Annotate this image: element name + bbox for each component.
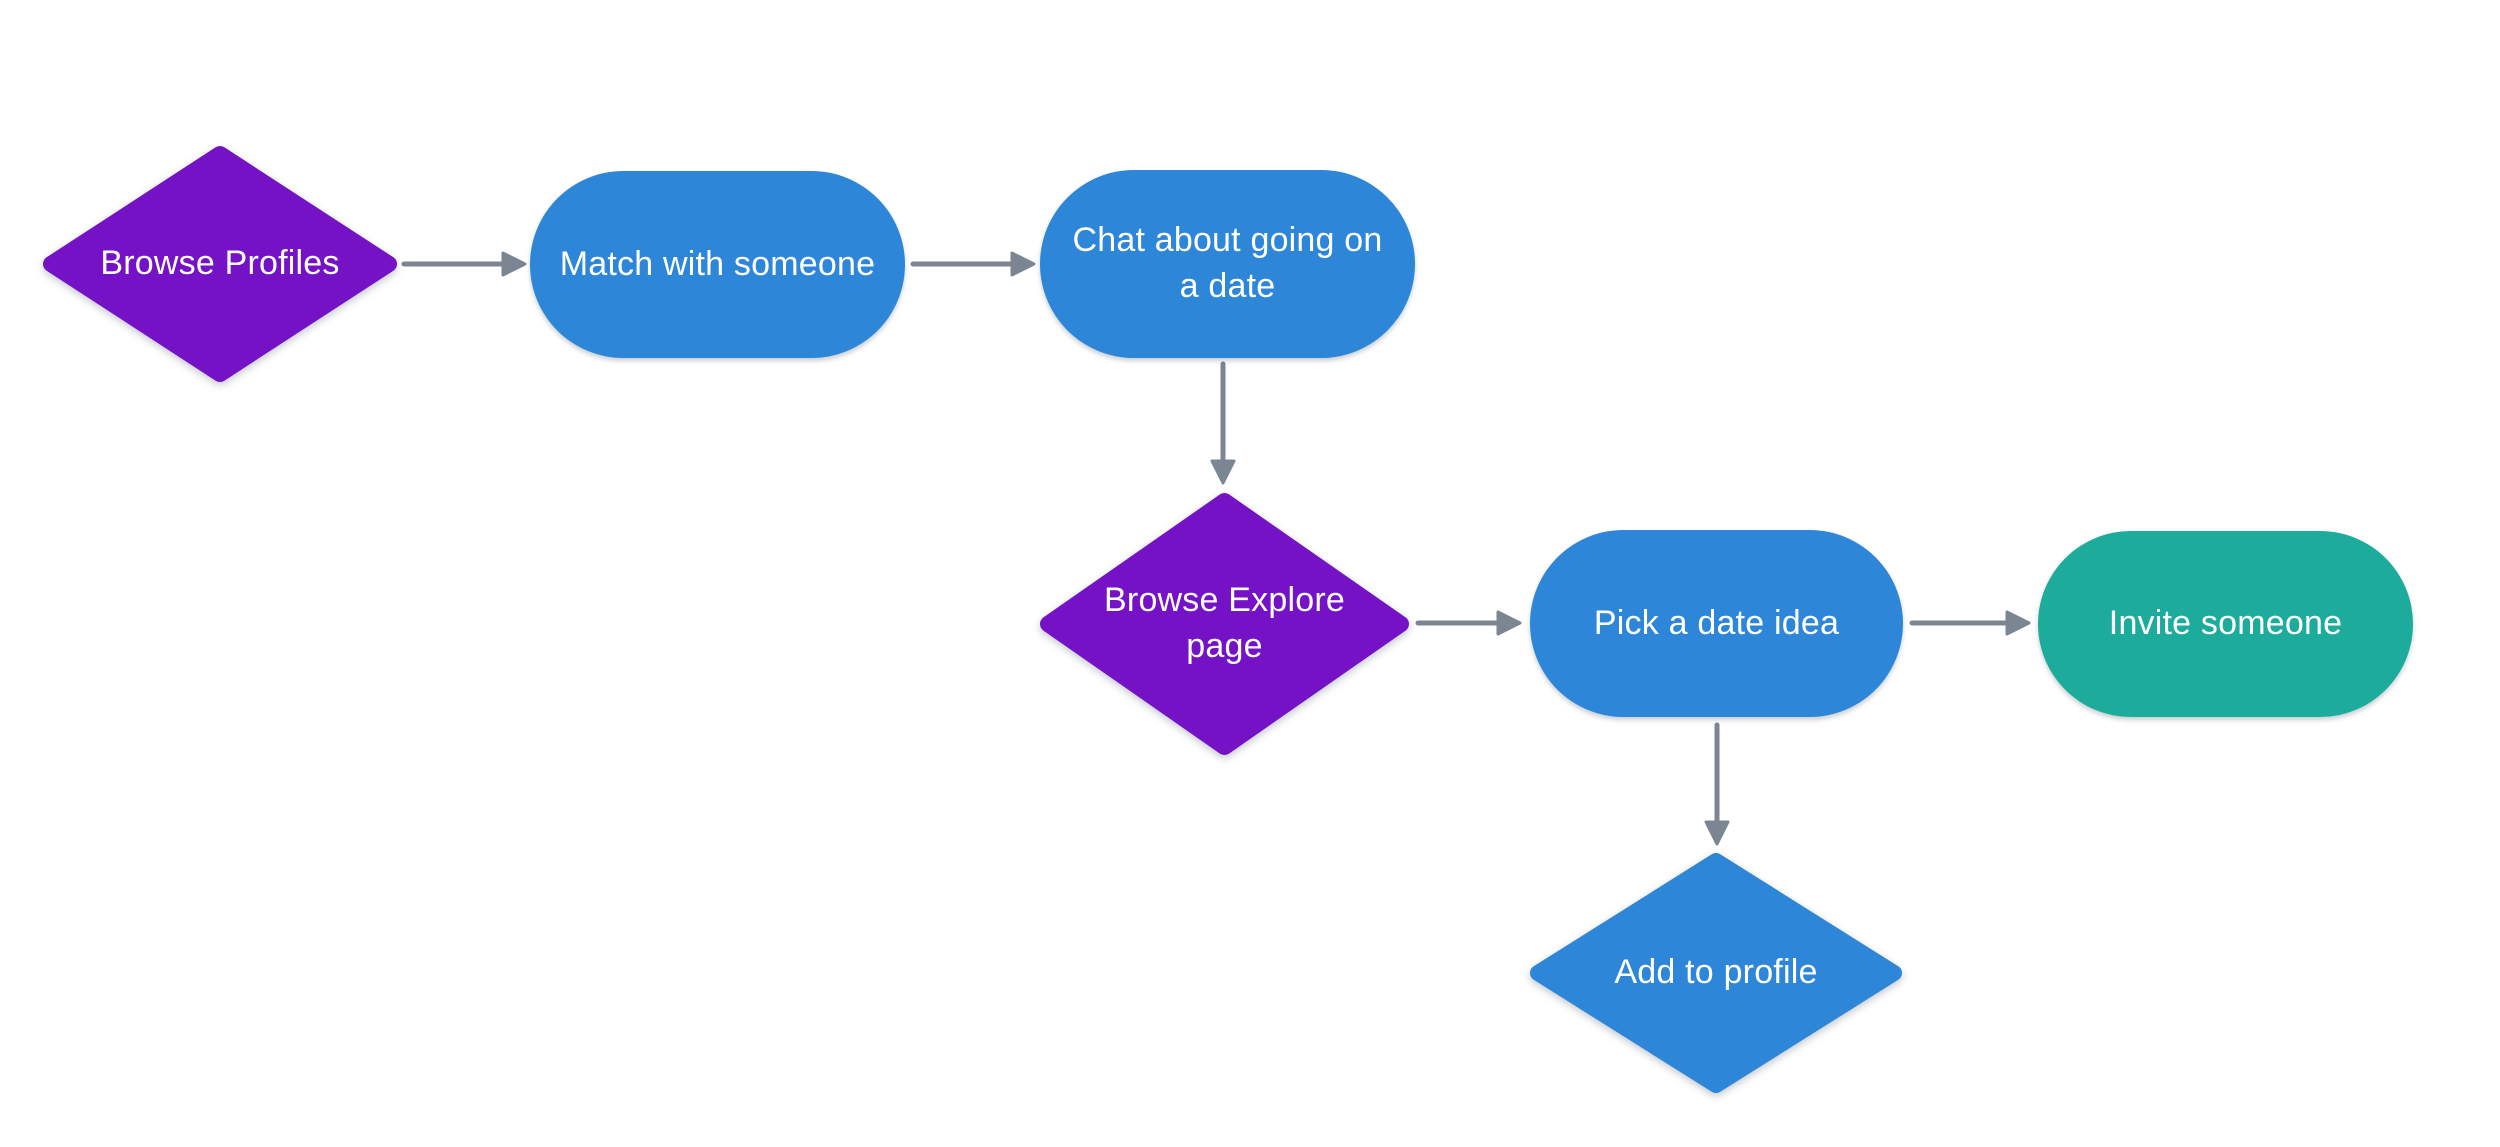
node-label: Chat about going on a date xyxy=(1072,218,1382,309)
edge-match-with-someone-to-chat-about-date[interactable] xyxy=(910,251,1036,277)
arrowhead-icon xyxy=(1496,610,1522,636)
node-match-with-someone[interactable]: Match with someone xyxy=(530,171,905,358)
edge-pick-date-idea-to-invite-someone[interactable] xyxy=(1909,610,2031,636)
node-label: Match with someone xyxy=(560,242,875,288)
diamond-shape xyxy=(43,146,397,382)
node-label: Invite someone xyxy=(2109,601,2342,647)
label-line: Add to profile xyxy=(1614,953,1818,992)
label-line: Invite someone xyxy=(2108,604,2343,643)
label-line: Browse Explore xyxy=(1104,581,1345,620)
node-label: Pick a date idea xyxy=(1594,601,1839,647)
node-label: Browse Explore page xyxy=(1104,578,1345,669)
node-browse-profiles[interactable]: Browse Profiles xyxy=(43,146,397,382)
arrowhead-icon xyxy=(1704,820,1730,846)
arrowhead-icon xyxy=(2005,610,2031,636)
edge-chat-about-date-to-browse-explore-page[interactable] xyxy=(1210,361,1236,485)
label-line: Pick a date idea xyxy=(1593,603,1840,642)
node-add-to-profile[interactable]: Add to profile xyxy=(1530,853,1902,1093)
label-line: Chat about going on xyxy=(1072,221,1383,260)
label-line: page xyxy=(1186,627,1263,665)
diamond-shape xyxy=(1530,853,1902,1093)
arrowhead-icon xyxy=(1010,251,1036,277)
node-pick-date-idea[interactable]: Pick a date idea xyxy=(1530,530,1903,717)
label-line: Browse Profiles xyxy=(100,244,340,283)
node-browse-explore-page[interactable]: Browse Explore page xyxy=(1040,493,1409,755)
arrowhead-icon xyxy=(501,251,527,277)
node-chat-about-date[interactable]: Chat about going on a date xyxy=(1040,170,1415,358)
edge-browse-profiles-to-match-with-someone[interactable] xyxy=(401,251,527,277)
node-invite-someone[interactable]: Invite someone xyxy=(2038,531,2413,717)
edge-browse-explore-page-to-pick-date-idea[interactable] xyxy=(1415,610,1522,636)
label-line: Match with someone xyxy=(559,244,876,283)
edge-pick-date-idea-to-add-to-profile[interactable] xyxy=(1704,722,1730,846)
label-line: a date xyxy=(1179,267,1276,305)
arrowhead-icon xyxy=(1210,459,1236,485)
diamond-shape xyxy=(1040,493,1409,755)
node-label: Browse Profiles xyxy=(100,241,339,287)
node-label: Add to profile xyxy=(1614,950,1817,996)
